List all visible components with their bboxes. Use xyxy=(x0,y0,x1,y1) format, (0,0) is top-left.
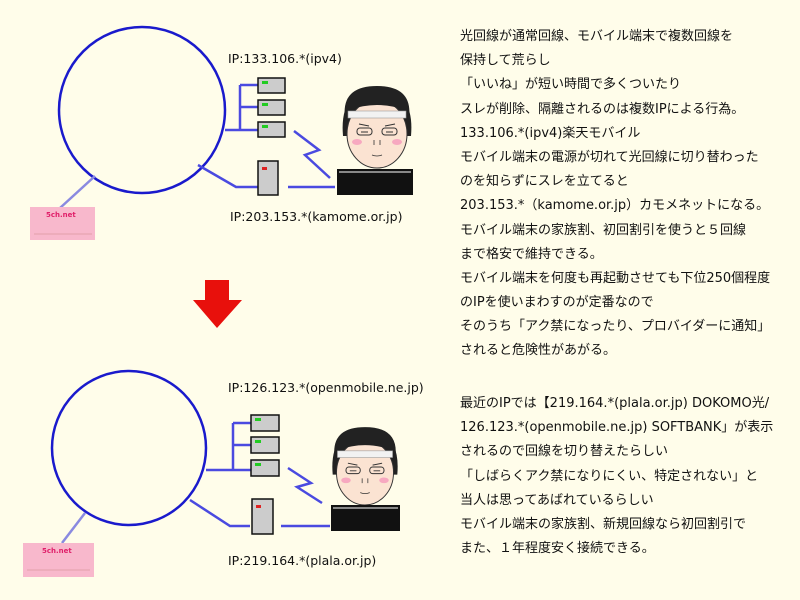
text-line: 133.106.*(ipv4)楽天モバイル xyxy=(460,125,641,141)
internet-circle xyxy=(57,25,227,195)
text-line: 203.153.*（kamome.or.jp）カモメネットになる。 xyxy=(460,198,770,214)
text-line: 当人は思ってあばれているらしい xyxy=(460,492,654,508)
person-avatar xyxy=(331,426,399,506)
text-line: まで格安で維持できる。 xyxy=(460,246,603,262)
after-mobile-ip-label: IP:126.123.*(openmobile.ne.jp) xyxy=(228,380,424,395)
computer-monitor xyxy=(337,169,413,195)
text-line: モバイル端末の家族割、新規回線なら初回割引で xyxy=(460,516,747,532)
text-line: そのうち「アク禁になったり、プロバイダーに通知」 xyxy=(460,319,771,335)
before-fixed-ip-label: IP:203.153.*(kamome.or.jp) xyxy=(230,209,403,224)
text-line: 最近のIPでは【219.164.*(plala.or.jp) DOKOMO光/ xyxy=(460,396,770,411)
text-line: モバイル端末を何度も再起動させても下位250個程度 xyxy=(460,270,771,286)
after-diagram: 5ch.net xyxy=(23,369,400,577)
svg-text:5ch.net: 5ch.net xyxy=(42,547,72,555)
bbs-logo: 5ch.net xyxy=(30,207,95,240)
text-line: されると危険性があがる。 xyxy=(460,343,617,359)
bbs-logo: 5ch.net xyxy=(23,543,94,577)
text-line: のを知らずにスレを立てると xyxy=(460,174,629,190)
text-line: 保持して荒らし xyxy=(460,53,551,69)
down-arrow-icon xyxy=(193,280,242,328)
text-line: のIPを使いまわすのが定番なので xyxy=(460,295,654,311)
mobile-devices xyxy=(250,414,280,477)
text-line: モバイル端末の家族割、初回割引を使うと５回線 xyxy=(460,222,747,238)
mobile-devices xyxy=(257,77,286,138)
before-mobile-ip-label: IP:133.106.*(ipv4) xyxy=(228,51,342,66)
explanation-paragraph-2: 最近のIPでは【219.164.*(plala.or.jp) DOKOMO光/ … xyxy=(460,392,773,561)
computer-monitor xyxy=(331,505,400,531)
text-line: モバイル端末の電源が切れて光回線に切り替わった xyxy=(460,149,759,165)
connection-lines xyxy=(61,421,330,544)
connection-lines xyxy=(59,83,335,209)
text-line: スレが削除、隔離されるのは複数IPによる行為。 xyxy=(460,101,745,117)
before-diagram: 5ch.net xyxy=(30,25,413,240)
explanation-paragraph-1: 光回線が通常回線、モバイル端末で複数回線を 保持して荒らし 「いいね」が短い時間… xyxy=(460,25,770,364)
person-avatar xyxy=(342,85,412,169)
text-line: 126.123.*(openmobile.ne.jp) SOFTBANK」が表示 xyxy=(460,420,774,436)
text-line: されるので回線を切り替えたらしい xyxy=(460,444,669,460)
svg-text:5ch.net: 5ch.net xyxy=(46,211,76,219)
text-line: 光回線が通常回線、モバイル端末で複数回線を xyxy=(460,29,734,44)
fiber-router xyxy=(251,498,274,535)
text-line: また、１年程度安く接続できる。 xyxy=(460,541,655,557)
fiber-router xyxy=(257,160,279,196)
text-line: 「いいね」が短い時間で多くついたり xyxy=(460,77,682,93)
text-line: 「しばらくアク禁になりにくい、特定されない」と xyxy=(460,468,759,484)
after-fixed-ip-label: IP:219.164.*(plala.or.jp) xyxy=(228,553,377,568)
internet-circle xyxy=(50,369,208,527)
